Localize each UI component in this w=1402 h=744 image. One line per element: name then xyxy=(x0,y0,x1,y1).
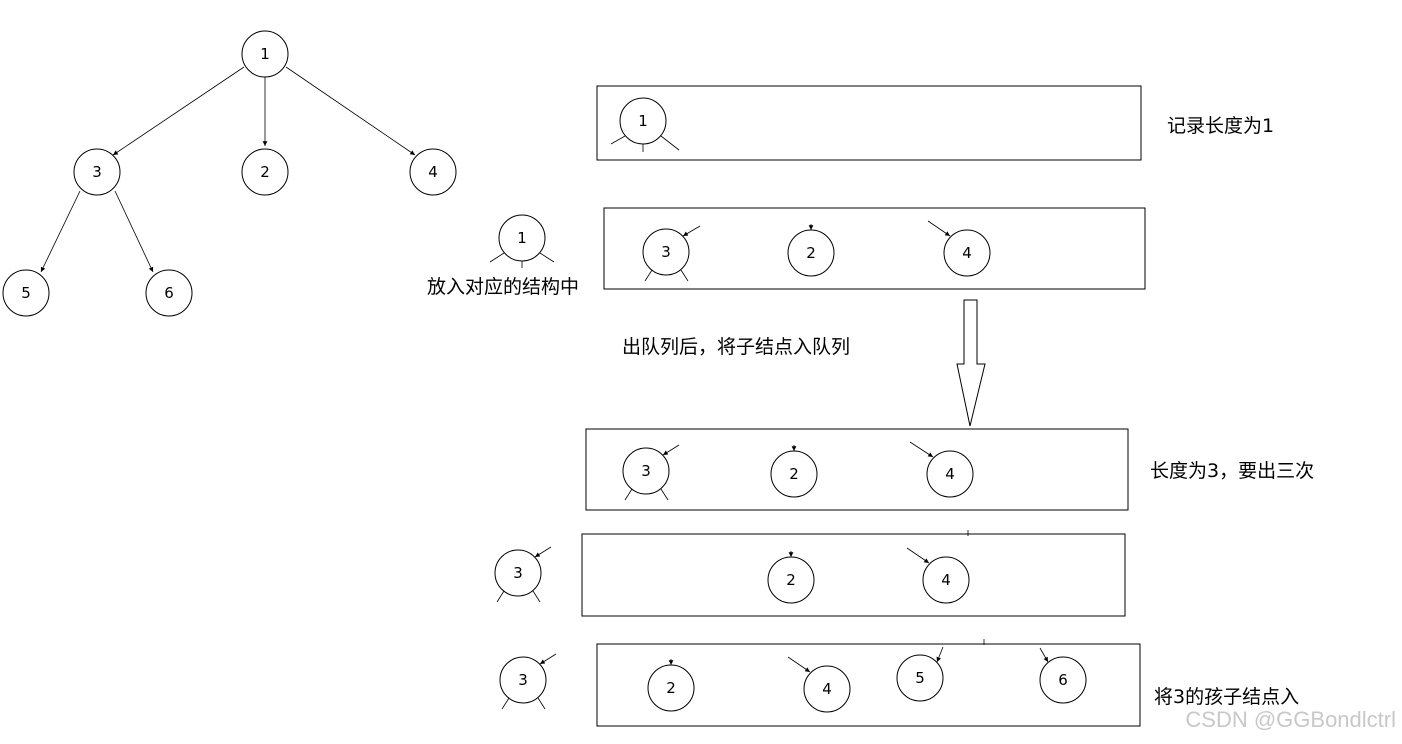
queue-node-label: 2 xyxy=(786,571,796,589)
tree-node-6: 6 xyxy=(145,269,193,317)
queue-box xyxy=(581,533,1126,617)
queue-node-4: 4 xyxy=(909,441,974,498)
queue-node-3: 3 xyxy=(622,444,680,501)
flow-arrow xyxy=(956,299,986,427)
queue-node-label: 3 xyxy=(518,671,528,689)
queue-node-label: 4 xyxy=(822,680,832,698)
tree-node-label: 4 xyxy=(428,163,438,181)
queue-node-label: 4 xyxy=(941,571,951,589)
tree-edge-3-5 xyxy=(40,190,81,273)
queue-box xyxy=(603,207,1146,290)
queue-node-2: 2 xyxy=(767,551,815,604)
tree-edge-1-3 xyxy=(112,66,245,156)
tree-node-label: 3 xyxy=(92,163,102,181)
tree: 1 3 2 4 5 6 xyxy=(2,30,457,317)
queue-node-label: 1 xyxy=(517,229,527,247)
queue-state-3: 3 2 4 长度为3，要出三次 xyxy=(585,428,1314,511)
queue-box xyxy=(585,428,1129,511)
tree-edge-3-6 xyxy=(114,190,154,273)
queue-node-6: 6 xyxy=(1039,647,1087,704)
queue-node-4: 4 xyxy=(927,220,991,277)
queue-node-label: 5 xyxy=(915,669,925,687)
queue-state-4: 3 2 4 xyxy=(494,533,1126,617)
queue-note: 记录长度为1 xyxy=(1167,115,1274,137)
tree-node-label: 2 xyxy=(260,163,270,181)
queue-node-1: 1 xyxy=(610,97,680,152)
queue-node-label: 2 xyxy=(666,679,676,697)
queue-state-5: 3 2 4 5 6 将3的孩子结点入 xyxy=(499,643,1299,727)
queue-note: 长度为3，要出三次 xyxy=(1150,460,1314,482)
queue-state-2: 1 3 2 4 放入对应的结构中 xyxy=(427,207,1146,298)
queue-node-label: 3 xyxy=(661,243,671,261)
tree-node-label: 5 xyxy=(21,284,31,302)
tree-node-5: 5 xyxy=(2,269,50,317)
tree-node-label: 6 xyxy=(164,284,174,302)
watermark: CSDN @GGBondlctrl xyxy=(1185,707,1396,732)
tree-node-label: 1 xyxy=(260,45,270,63)
dequeued-node-3: 3 xyxy=(494,546,552,603)
queue-node-5: 5 xyxy=(896,646,944,702)
tree-edge-1-4 xyxy=(285,66,416,156)
queue-node-label: 3 xyxy=(641,462,651,480)
tree-node-4: 4 xyxy=(409,148,457,196)
queue-state-1: 1 记录长度为1 xyxy=(596,85,1274,161)
queue-node-4: 4 xyxy=(787,656,851,713)
dequeued-node-1: 1 xyxy=(489,214,555,268)
queue-box xyxy=(596,85,1142,161)
queue-node-label: 2 xyxy=(806,244,816,262)
flow-caption: 出队列后，将子结点入队列 xyxy=(622,336,850,358)
tree-node-1: 1 xyxy=(241,30,289,78)
queue-node-label: 2 xyxy=(789,465,799,483)
queue-node-label: 4 xyxy=(945,465,955,483)
queue-node-label: 4 xyxy=(962,244,972,262)
queue-node-4: 4 xyxy=(906,547,970,604)
queue-node-label: 6 xyxy=(1058,671,1068,689)
queue-box xyxy=(596,643,1141,727)
queue-node-2: 2 xyxy=(647,659,695,712)
tree-node-3: 3 xyxy=(73,148,121,196)
queue-node-label: 1 xyxy=(638,112,648,130)
queue-note: 将3的孩子结点入 xyxy=(1154,686,1299,708)
queue-node-2: 2 xyxy=(770,445,818,498)
queue-node-2: 2 xyxy=(787,224,835,277)
queue-node-3: 3 xyxy=(642,225,701,282)
queue-node-label: 3 xyxy=(513,564,523,582)
tree-node-2: 2 xyxy=(241,148,289,196)
dequeued-node-3: 3 xyxy=(499,653,557,710)
queue-note: 放入对应的结构中 xyxy=(427,276,579,298)
